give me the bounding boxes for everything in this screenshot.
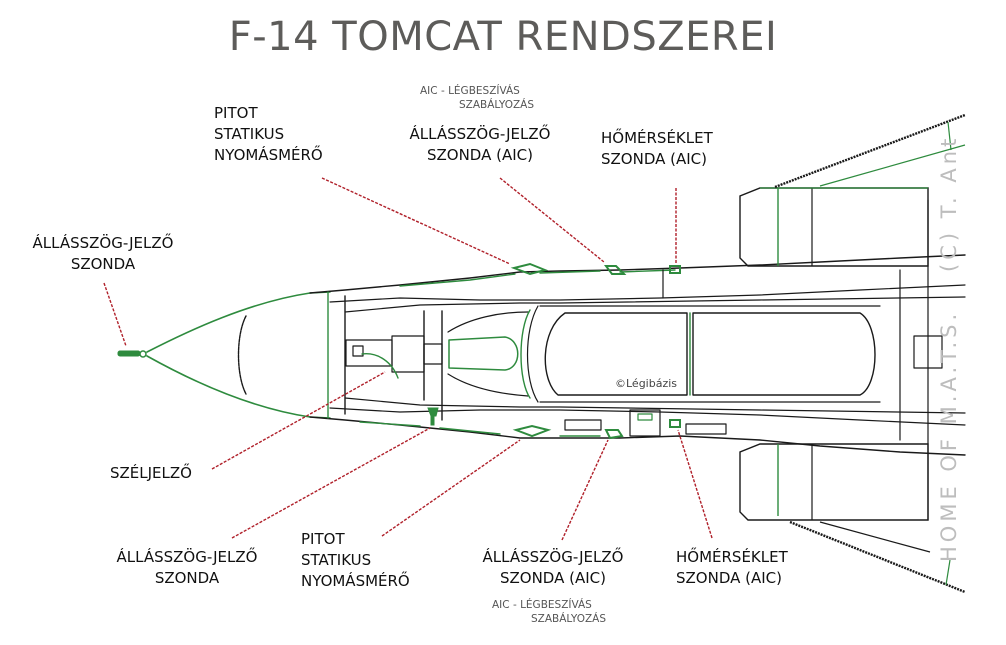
label-line: HŐMÉRSÉKLET xyxy=(676,548,788,566)
leader-temp-bottom xyxy=(677,429,713,539)
label-pitot-static-top: PITOT STATIKUS NYOMÁSMÉRŐ xyxy=(214,103,323,166)
label-line: ÁLLÁSSZÖG-JELZŐ xyxy=(32,234,174,252)
upper-skin-inner xyxy=(329,284,966,303)
diagram-title: F-14 TOMCAT RENDSZEREI xyxy=(228,14,778,60)
leader-aic-aoa-top xyxy=(499,177,605,263)
label-line: SZONDA (AIC) xyxy=(676,569,783,587)
lower-bay xyxy=(629,409,661,437)
lower-fairing-2 xyxy=(685,423,727,435)
watermark-author: (C) T. Ant xyxy=(937,134,961,272)
front-seat-frame-top xyxy=(447,311,529,333)
leader-sideslip xyxy=(211,371,386,470)
fuselage-outline xyxy=(146,199,966,521)
nose-aoa-probe xyxy=(117,350,141,357)
nose-cone-upper xyxy=(146,291,331,353)
label-line: ÁLLÁSSZÖG-JELZŐ xyxy=(409,125,551,143)
label-subline: AIC - LÉGBESZÍVÁS xyxy=(420,85,520,97)
label-line: PITOT xyxy=(214,104,258,122)
lower-skin-inner xyxy=(329,407,966,426)
label-line: ÁLLÁSSZÖG-JELZŐ xyxy=(116,548,258,566)
avionics-box-c xyxy=(423,343,443,365)
intake-upper xyxy=(739,113,966,267)
nose-cone-lower xyxy=(146,355,331,419)
label-line: SZONDA xyxy=(154,569,220,587)
pitot-probe-lower xyxy=(512,424,552,438)
label-line: ÁLLÁSSZÖG-JELZŐ xyxy=(482,548,624,566)
label-aic-aoa-probe-top: ÁLLÁSSZÖG-JELZŐ SZONDA (AIC) xyxy=(395,124,565,166)
canopy-arc-2 xyxy=(526,305,539,403)
label-line: SZONDA (AIC) xyxy=(601,150,708,168)
label-subline: SZABÁLYOZÁS xyxy=(458,99,534,111)
cockpit-panel-rear xyxy=(692,312,876,396)
label-line: SZONDA (AIC) xyxy=(426,146,533,164)
cockpit-panel-front xyxy=(544,312,688,396)
label-line: STATIKUS xyxy=(301,551,372,569)
copyright-notice: ©Légibázis xyxy=(615,377,678,390)
label-pitot-static-bottom: PITOT STATIKUS NYOMÁSMÉRŐ xyxy=(301,529,410,592)
leader-aic-aoa-bottom xyxy=(561,439,609,541)
intake-lower xyxy=(739,443,966,594)
radome-joint xyxy=(237,315,247,395)
leader-pitot-bottom xyxy=(381,439,521,537)
label-nose-aoa-probe: ÁLLÁSSZÖG-JELZŐ SZONDA xyxy=(18,233,188,275)
temp-probe-upper xyxy=(669,265,681,274)
lower-bay-slot xyxy=(637,413,653,421)
canopy-arc-1 xyxy=(520,309,531,399)
avionics-curve xyxy=(361,353,399,379)
label-line: NYOMÁSMÉRŐ xyxy=(214,146,323,164)
leader-lines xyxy=(103,177,713,541)
lower-fairing-1 xyxy=(564,419,602,431)
label-temp-probe-bottom: HŐMÉRSÉKLET SZONDA (AIC) xyxy=(676,547,788,589)
label-aic-note-top: AIC - LÉGBESZÍVÁS SZABÁLYOZÁS xyxy=(420,84,534,112)
label-line: HŐMÉRSÉKLET xyxy=(601,129,713,147)
label-line: PITOT xyxy=(301,530,345,548)
label-aic-aoa-probe-bottom: ÁLLÁSSZÖG-JELZŐ SZONDA (AIC) xyxy=(468,547,638,589)
label-aic-note-bottom: AIC - LÉGBESZÍVÁS SZABÁLYOZÁS xyxy=(492,598,606,626)
wing-glove-lower xyxy=(789,520,966,594)
label-line: NYOMÁSMÉRŐ xyxy=(301,572,410,590)
front-seat xyxy=(448,336,519,371)
temp-probe-lower xyxy=(669,419,681,428)
label-line: SZÉLJELZŐ xyxy=(110,464,192,482)
label-line: SZONDA xyxy=(70,255,136,273)
pitot-probe-upper xyxy=(510,262,549,276)
leader-nose-aoa xyxy=(103,282,127,347)
wing-glove-upper xyxy=(774,113,966,189)
avionics-box-b xyxy=(391,335,425,373)
aic-aoa-probe-lower xyxy=(604,429,624,440)
lower-skin-green xyxy=(359,421,601,437)
avionics-sensor xyxy=(352,345,364,357)
label-temp-probe-top: HŐMÉRSÉKLET SZONDA (AIC) xyxy=(601,128,713,170)
label-line: STATIKUS xyxy=(214,125,285,143)
front-seat-frame-bottom xyxy=(447,373,529,397)
aic-aoa-probe-upper xyxy=(604,265,627,275)
watermark-site: HOME OF M.A.T.S. xyxy=(937,309,961,562)
sideslip-probe xyxy=(427,407,439,426)
upper-skin-outer xyxy=(309,254,966,294)
leader-pitot-top xyxy=(321,177,511,265)
label-subline: AIC - LÉGBESZÍVÁS xyxy=(492,599,592,611)
label-line: SZONDA (AIC) xyxy=(499,569,606,587)
upper-skin-green xyxy=(399,269,676,287)
label-sideslip-indicator: SZÉLJELZŐ xyxy=(110,463,192,484)
upper-canopy-rail xyxy=(344,296,966,313)
leader-aoa-bottom xyxy=(231,427,431,539)
label-aoa-probe-bottom: ÁLLÁSSZÖG-JELZŐ SZONDA xyxy=(102,547,272,589)
label-subline: SZABÁLYOZÁS xyxy=(530,613,606,625)
probes xyxy=(117,262,681,440)
lower-canopy-rail xyxy=(344,397,966,414)
